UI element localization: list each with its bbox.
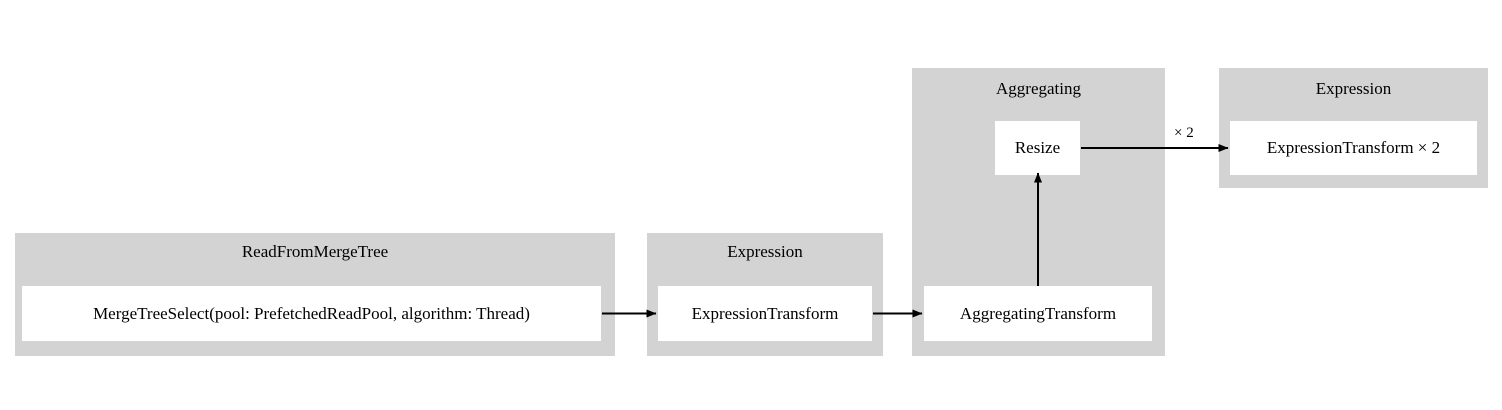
node-aggregating-transform[interactable]: AggregatingTransform (924, 286, 1152, 341)
node-label-merge-tree-select: MergeTreeSelect(pool: PrefetchedReadPool… (93, 303, 530, 323)
edge-label-resize-to-expression2: × 2 (1174, 125, 1194, 141)
node-merge-tree-select[interactable]: MergeTreeSelect(pool: PrefetchedReadPool… (22, 286, 601, 341)
node-resize[interactable]: Resize (995, 121, 1080, 175)
node-label-resize: Resize (1014, 138, 1061, 157)
node-label-expression-transform-2: ExpressionTransform × 2 (1266, 138, 1441, 157)
node-label-aggregating-transform: AggregatingTransform (959, 303, 1117, 323)
cluster-title-expression-1: Expression (727, 242, 803, 261)
node-expression-transform-2[interactable]: ExpressionTransform × 2 (1230, 121, 1477, 175)
node-label-expression-transform-1: ExpressionTransform (691, 303, 839, 323)
cluster-title-aggregating: Aggregating (996, 79, 1081, 98)
cluster-title-expression-2: Expression (1315, 79, 1392, 98)
cluster-title-read-from-merge-tree: ReadFromMergeTree (241, 242, 389, 261)
node-expression-transform-1[interactable]: ExpressionTransform (658, 286, 872, 341)
